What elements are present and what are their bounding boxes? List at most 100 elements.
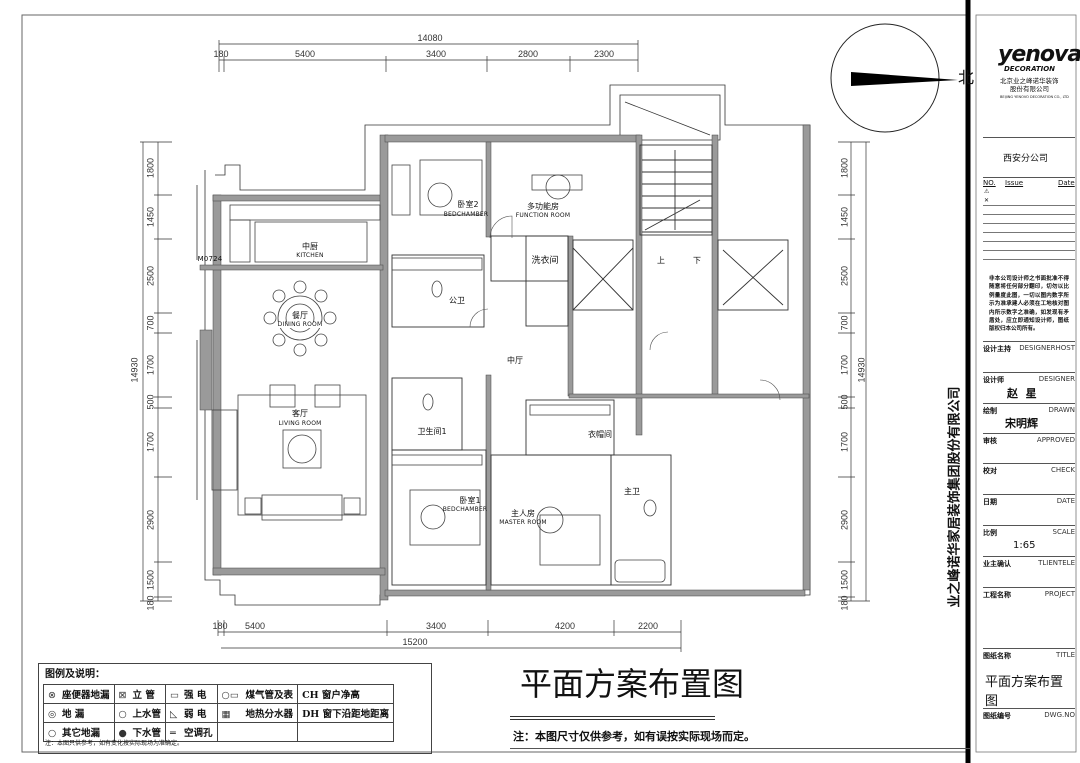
other-drain-icon: ○ [48,728,57,739]
dim-right-seg: 1700 [839,431,850,453]
tb-label-en: PROJECT [1044,590,1075,598]
dim-top-seg: 180 [213,49,229,59]
dim-right-total: 14930 [856,357,867,383]
dim-top-seg: 5400 [294,49,316,59]
dim-right-seg: 180 [839,595,850,611]
dimension-lines [140,40,870,652]
dim-right-seg: 1700 [839,354,850,376]
dim-left-seg: 2900 [145,509,156,531]
tb-label-cn: 图纸名称 [983,652,1011,660]
room-kitchen-cn: 中厨 [302,242,318,251]
branch-name: 西安分公司 [1003,154,1049,164]
legend-title: 图例及说明： [45,669,105,680]
dim-right-seg: 1800 [839,157,850,179]
tb-label-cn: 日期 [983,498,997,506]
dim-right-seg: 1500 [839,569,850,591]
dim-left-seg: 1800 [145,157,156,179]
north-arrow-icon [830,23,958,133]
stair-down-label: 下 [693,256,701,265]
room-master-bath: 主卫 [624,487,640,496]
tb-label-cn: 绘制 [983,407,997,415]
legend-row: ○其它地漏 ●下水管 ═空调孔 [43,722,395,742]
room-bedroom2-cn: 卧室2 [457,200,479,209]
tb-label-cn: 工程名称 [983,591,1011,599]
dim-left-seg: 1500 [145,569,156,591]
room-public-bath: 公卫 [449,296,465,305]
drawing-frame [21,14,969,753]
legend-note: 注：本图只供参考，如有变化按实际现场为准确定。 [45,740,184,747]
designer-name: 赵 星 [1007,387,1037,400]
room-living-en: LIVING ROOM [278,420,322,427]
strong-power-icon: ▭ [170,690,180,701]
tb-label-en: APPROVED [1036,436,1075,444]
room-function-cn: 多功能房 [527,202,559,211]
dim-bottom-total: 15200 [402,637,428,647]
water-supply-icon: ○ [118,709,127,720]
tb-label-cn: 审核 [983,437,997,445]
doors [469,215,781,401]
dim-left-seg: 700 [145,315,156,331]
room-bedroom2-en: BEDCHAMBER [443,211,489,218]
issue-mark-icon: ⚠ [984,188,990,195]
legend-box: 图例及说明： ⊗座便器地漏 ⊠立 管 ▭强 电 ○▭煤气管及表 CH 窗户净高 … [38,663,432,754]
floor-drain-icon: ◎ [48,709,57,720]
weak-power-icon: ◺ [170,709,178,720]
dim-bottom-seg: 4200 [554,621,576,631]
dim-top-seg: 2300 [593,49,615,59]
legend-label: 地 漏 [62,709,85,720]
dim-left-seg: 1700 [145,431,156,453]
tb-label-cn: 业主确认 [983,560,1011,568]
dim-left-seg: 2500 [145,265,156,287]
drawn-by-name: 宋明辉 [1005,417,1038,430]
legend-label: 立 管 [132,690,155,701]
tb-label-en: DRAWN [1048,406,1075,414]
issue-header-issue: Issue [1005,179,1024,187]
dim-bottom-seg: 2200 [637,621,659,631]
dim-top-seg: 2800 [517,49,539,59]
dim-right-seg: 1450 [839,206,850,228]
dim-bottom-seg: 5400 [244,621,266,631]
legend-row: ◎地 漏 ○上水管 ◺弱 电 ▦地热分水器 DH 窗下沿距地距离 [43,703,395,723]
drawing-title: 平面方案布置图 [520,665,745,703]
dim-left-seg: 1700 [145,354,156,376]
title-underline [510,716,715,720]
room-bedroom1-cn: 卧室1 [459,496,481,505]
tb-label-en: TLIENTELE [1038,559,1075,567]
room-hall: 中厅 [507,356,523,365]
furniture [211,159,666,583]
legend-label: 强 电 [184,690,207,701]
tb-label-en: SCALE [1052,528,1075,536]
tb-label-en: DESIGNER [1038,375,1075,383]
dim-top-total: 14080 [417,33,443,43]
dim-top-seg: 3400 [425,49,447,59]
room-master-cn: 主人房 [511,509,535,518]
dim-right-seg: 2500 [839,265,850,287]
tb-row-project: 工程名称 PROJECT [983,587,1075,599]
legend-label: 地热分水器 [245,709,294,720]
disclaimer-text: 非本公司设计师之书面批准不得随意将任何部分翻印，切勿以比例量度此图，一切以图内数… [989,276,1069,333]
issue-mark-icon: ✕ [984,197,990,204]
tb-label-en: TITLE [1056,651,1075,659]
room-closet: 衣帽间 [588,430,612,439]
walls [199,124,811,601]
tb-label-cn: 设计师 [983,376,1004,384]
tb-row-approved: 审核 APPROVED [983,433,1075,445]
legend-label: 煤气管及表 [245,690,294,701]
tb-label-cn: 校对 [983,467,997,475]
company-name-cn-2: 股份有限公司 [1010,85,1049,93]
legend-label: DH 窗下沿距地距离 [302,709,390,720]
drain-pipe-icon: ● [118,728,127,739]
room-dining-en: DINING ROOM [277,321,323,328]
dim-right-seg: 700 [839,315,850,331]
dim-right-seg: 2900 [839,509,850,531]
legend-table: ⊗座便器地漏 ⊠立 管 ▭强 电 ○▭煤气管及表 CH 窗户净高 ◎地 漏 ○上… [43,684,395,742]
divider [510,748,970,749]
ac-hole-icon: ═ [170,728,176,739]
